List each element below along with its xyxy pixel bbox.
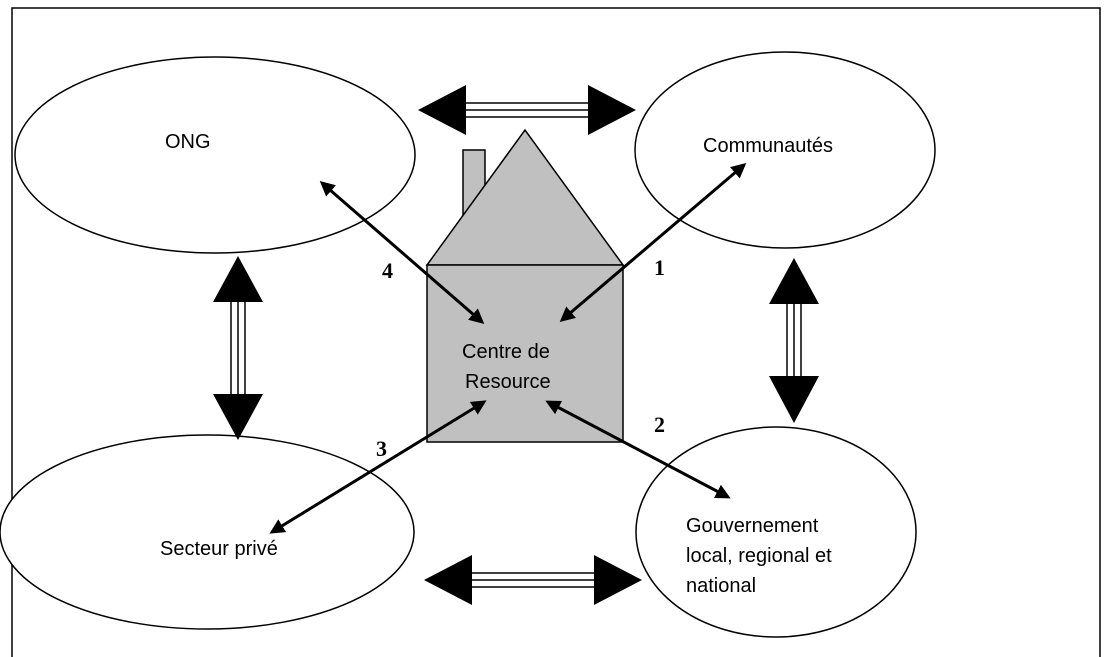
double-arrow-left — [213, 256, 263, 440]
link-number-1: 1 — [654, 255, 665, 280]
link-number-2: 2 — [654, 412, 665, 437]
label-communautes: Communautés — [703, 135, 833, 157]
link-number-3: 3 — [376, 436, 387, 461]
frame-border — [11, 7, 1101, 657]
label-gouvernement-line-2: local, regional et — [686, 545, 832, 567]
label-centre-line-1: Centre de — [462, 341, 550, 363]
double-arrow-bottom — [424, 555, 642, 605]
label-gouvernement-line-1: Gouvernement — [686, 515, 819, 537]
node-secteur-prive-shape — [0, 434, 415, 630]
house-roof — [425, 128, 625, 266]
label-secteur-prive: Secteur privé — [160, 538, 278, 560]
double-arrow-top — [418, 85, 636, 135]
link-arrow-2 — [545, 400, 731, 499]
label-gouvernement-line-3: national — [686, 575, 756, 597]
link-arrow-4 — [319, 181, 485, 324]
label-centre-line-2: Resource — [465, 371, 551, 393]
label-ong: ONG — [165, 131, 211, 153]
link-arrow-1 — [559, 163, 747, 322]
double-arrow-right — [769, 258, 819, 423]
node-ong-shape — [14, 56, 416, 254]
link-number-4: 4 — [382, 258, 393, 283]
link-arrow-3 — [269, 400, 487, 534]
